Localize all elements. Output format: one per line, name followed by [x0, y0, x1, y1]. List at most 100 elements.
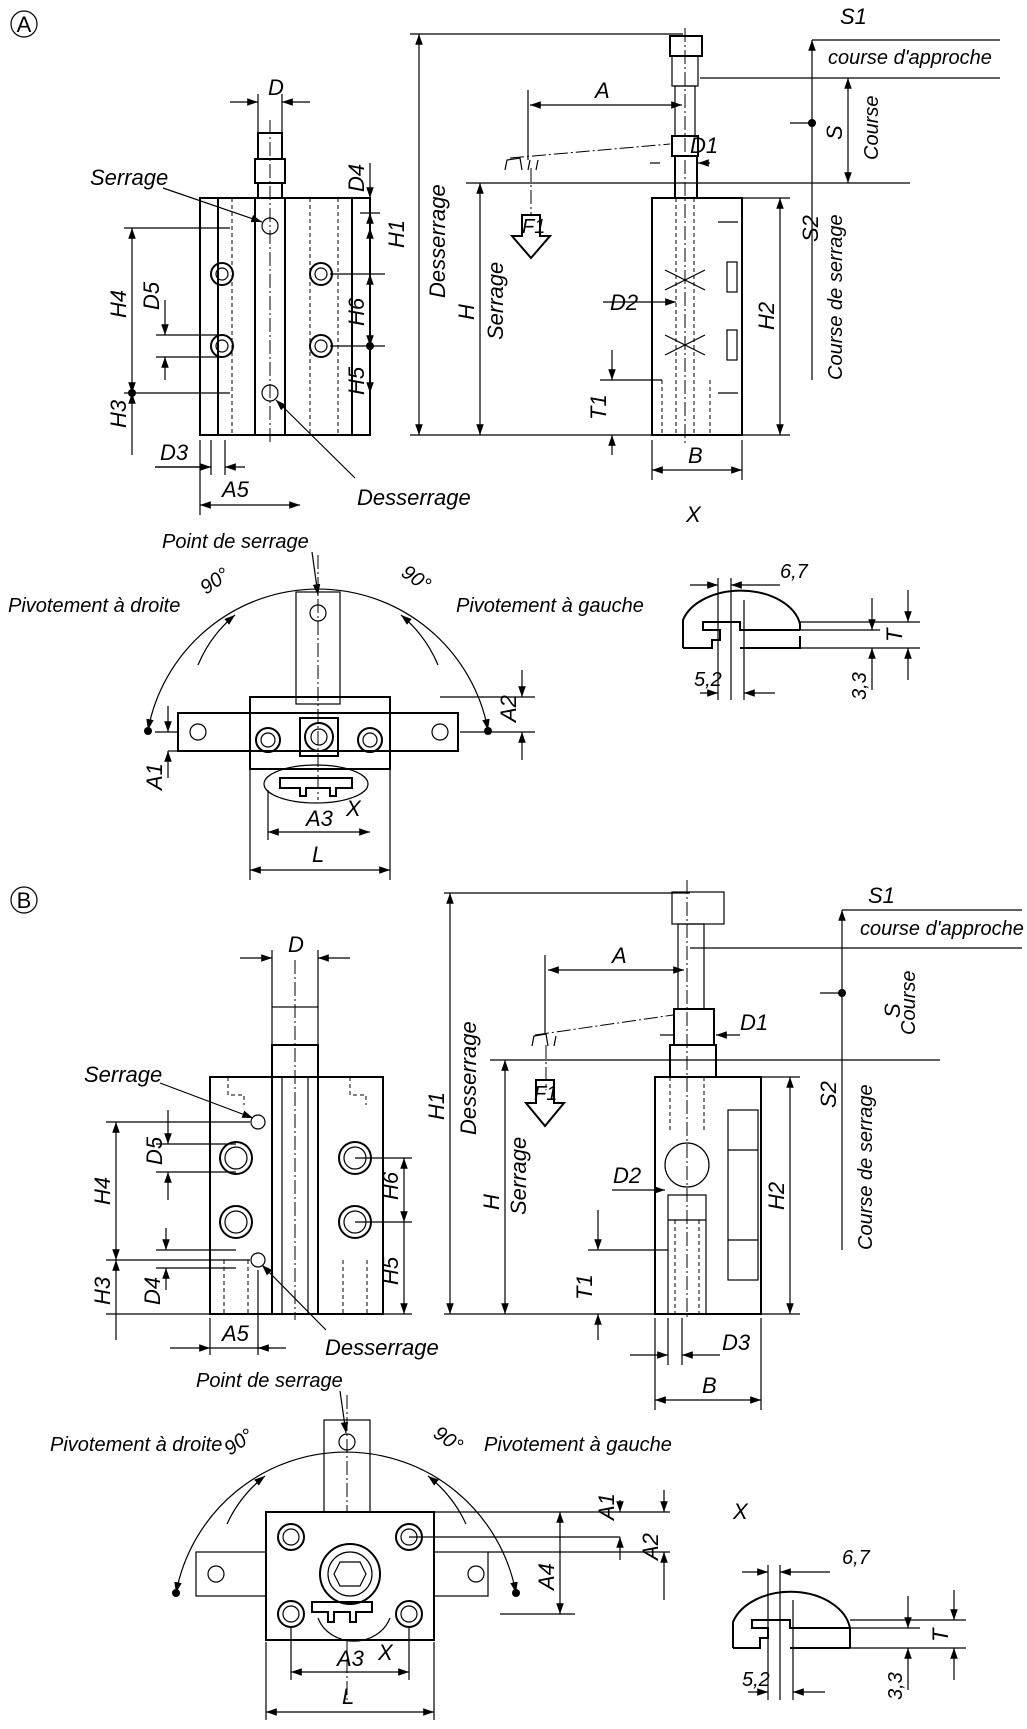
- dim-a-H: H: [454, 304, 479, 320]
- dim-a-F1: F1: [522, 216, 545, 238]
- dim-a-D4: D4: [344, 164, 369, 192]
- dim-a-D1: D1: [690, 133, 718, 158]
- dim-b-H6: H6: [378, 1171, 403, 1200]
- variant-b-marker-circle: [10, 886, 38, 914]
- label-b-desserrage-h: Desserrage: [456, 1021, 481, 1135]
- dim-a-v33: 3,3: [849, 672, 871, 700]
- label-a-pivot-droite: Pivotement à droite: [8, 595, 180, 617]
- dim-a-B: B: [688, 443, 703, 468]
- dim-b-D: D: [288, 932, 304, 957]
- dim-a-A2: A2: [496, 695, 521, 724]
- label-b-course: Course: [898, 971, 920, 1035]
- dim-a-v52: 5,2: [694, 669, 722, 691]
- label-a-serrage: Serrage: [90, 165, 168, 190]
- dim-b-H: H: [479, 1194, 504, 1210]
- dim-a-A1: A1: [142, 763, 167, 792]
- variant-b: B D: [10, 880, 1024, 1720]
- label-a-90-left: 90°: [196, 564, 233, 599]
- dim-b-v67: 6,7: [842, 1547, 871, 1569]
- dim-b-A4: A4: [534, 1563, 559, 1592]
- variant-b-front-view: D H4 H3 D5 D4 H6 H5: [84, 932, 439, 1360]
- dim-b-B: B: [702, 1373, 717, 1398]
- label-a-pivot-gauche: Pivotement à gauche: [456, 595, 644, 617]
- variant-a-detail-x: X 6,7 5,2 T 3,3: [682, 502, 920, 700]
- dim-b-A: A: [610, 943, 627, 968]
- label-b-x-ref: X: [377, 1640, 394, 1665]
- dim-b-F1: F1: [534, 1083, 557, 1105]
- dim-b-v52: 5,2: [742, 1669, 770, 1691]
- dim-a-T: T: [882, 627, 907, 642]
- force-arrow-f1-b: [523, 1079, 567, 1128]
- label-b-90-right: 90°: [429, 1422, 466, 1457]
- dim-b-D3: D3: [722, 1330, 751, 1355]
- dim-b-T1: T1: [572, 1274, 597, 1300]
- dim-a-D5: D5: [139, 281, 164, 310]
- variant-a-front-view: D H4 H3 D5 D4 H1 H6 H: [90, 75, 471, 515]
- label-b-desserrage: Desserrage: [325, 1335, 439, 1360]
- dim-b-H4: H4: [90, 1177, 115, 1205]
- label-a-course: Course: [861, 96, 883, 160]
- dim-b-A5: A5: [220, 1321, 250, 1346]
- variant-a-side-view: F1 Desserrage H Serrage A D1 D2 T1 B: [410, 4, 1000, 480]
- dim-b-D4: D4: [140, 1277, 165, 1305]
- port-serrage-b: [250, 1114, 266, 1130]
- dim-a-D3: D3: [160, 440, 189, 465]
- label-a-desserrage: Desserrage: [357, 485, 471, 510]
- variant-b-side-view: F1 H1 Desserrage H Serrage A D1 D2 T1: [424, 880, 1024, 1410]
- dim-a-A3: A3: [304, 806, 334, 831]
- dim-b-H5: H5: [378, 1256, 403, 1285]
- label-b-90-left: 90°: [220, 1425, 257, 1460]
- dim-b-L: L: [342, 1684, 354, 1709]
- variant-b-detail-x: X 6,7 5,2 T 3,3: [732, 1499, 966, 1700]
- dim-a-v67: 6,7: [780, 561, 809, 583]
- label-a-90-right: 90°: [397, 561, 434, 596]
- dim-a-A: A: [593, 78, 610, 103]
- dim-a-H4: H4: [106, 290, 131, 318]
- dim-b-T: T: [928, 1627, 953, 1642]
- variant-a: A D: [8, 4, 1000, 880]
- label-a-course-approche: course d'approche: [828, 47, 992, 69]
- dim-b-D1: D1: [740, 1010, 768, 1035]
- port-desserrage-b: [250, 1252, 266, 1268]
- dim-b-A2: A2: [638, 1533, 663, 1562]
- dim-b-v33: 3,3: [885, 1672, 907, 1700]
- dim-a-H6: H6: [344, 297, 369, 326]
- label-b-pivot-gauche: Pivotement à gauche: [484, 1434, 672, 1456]
- label-b-serrage-h: Serrage: [506, 1137, 531, 1215]
- label-a-serrage-h: Serrage: [483, 262, 508, 340]
- dim-a-D2: D2: [610, 290, 638, 315]
- dim-b-H2: H2: [764, 1182, 789, 1210]
- dim-a-H3: H3: [106, 399, 131, 428]
- dim-a-D: D: [268, 75, 284, 100]
- port-serrage-a: [261, 217, 279, 235]
- dim-a-S1: S1: [840, 4, 867, 29]
- dim-a-S: S: [822, 125, 847, 140]
- label-b-serrage: Serrage: [84, 1062, 162, 1087]
- label-a-point-serrage: Point de serrage: [162, 531, 309, 553]
- port-desserrage-a: [261, 384, 279, 402]
- label-b-point-serrage: Point de serrage: [196, 1370, 343, 1392]
- variant-a-marker-circle: [10, 10, 38, 38]
- dim-a-S2: S2: [798, 215, 823, 242]
- label-b-pivot-droite: Pivotement à droite: [50, 1434, 222, 1456]
- dim-b-S: S: [880, 1003, 905, 1018]
- dim-a-H2: H2: [754, 302, 779, 330]
- dim-b-H3: H3: [90, 1276, 115, 1305]
- label-a-desserrage-h: Desserrage: [425, 184, 450, 298]
- dim-b-A1: A1: [594, 1493, 619, 1522]
- dim-a-L: L: [312, 842, 324, 867]
- dim-b-S2: S2: [816, 1081, 841, 1108]
- dim-a-A5: A5: [220, 477, 250, 502]
- dim-a-T1: T1: [586, 394, 611, 420]
- dim-b-S1: S1: [868, 883, 895, 908]
- label-a-course-serrage: Course de serrage: [825, 214, 847, 380]
- label-a-detail-x: X: [685, 502, 702, 527]
- label-b-course-serrage: Course de serrage: [855, 1084, 877, 1250]
- variant-b-top-view: 90° 90° Pivotement à droite Pivotement à…: [50, 1370, 672, 1720]
- label-b-detail-x: X: [732, 1499, 749, 1524]
- label-a-x-ref: X: [345, 796, 362, 821]
- dim-b-D5: D5: [142, 1136, 167, 1165]
- dim-b-A3: A3: [335, 1646, 365, 1671]
- dim-a-H5: H5: [344, 366, 369, 395]
- label-b-course-approche: course d'approche: [860, 918, 1024, 940]
